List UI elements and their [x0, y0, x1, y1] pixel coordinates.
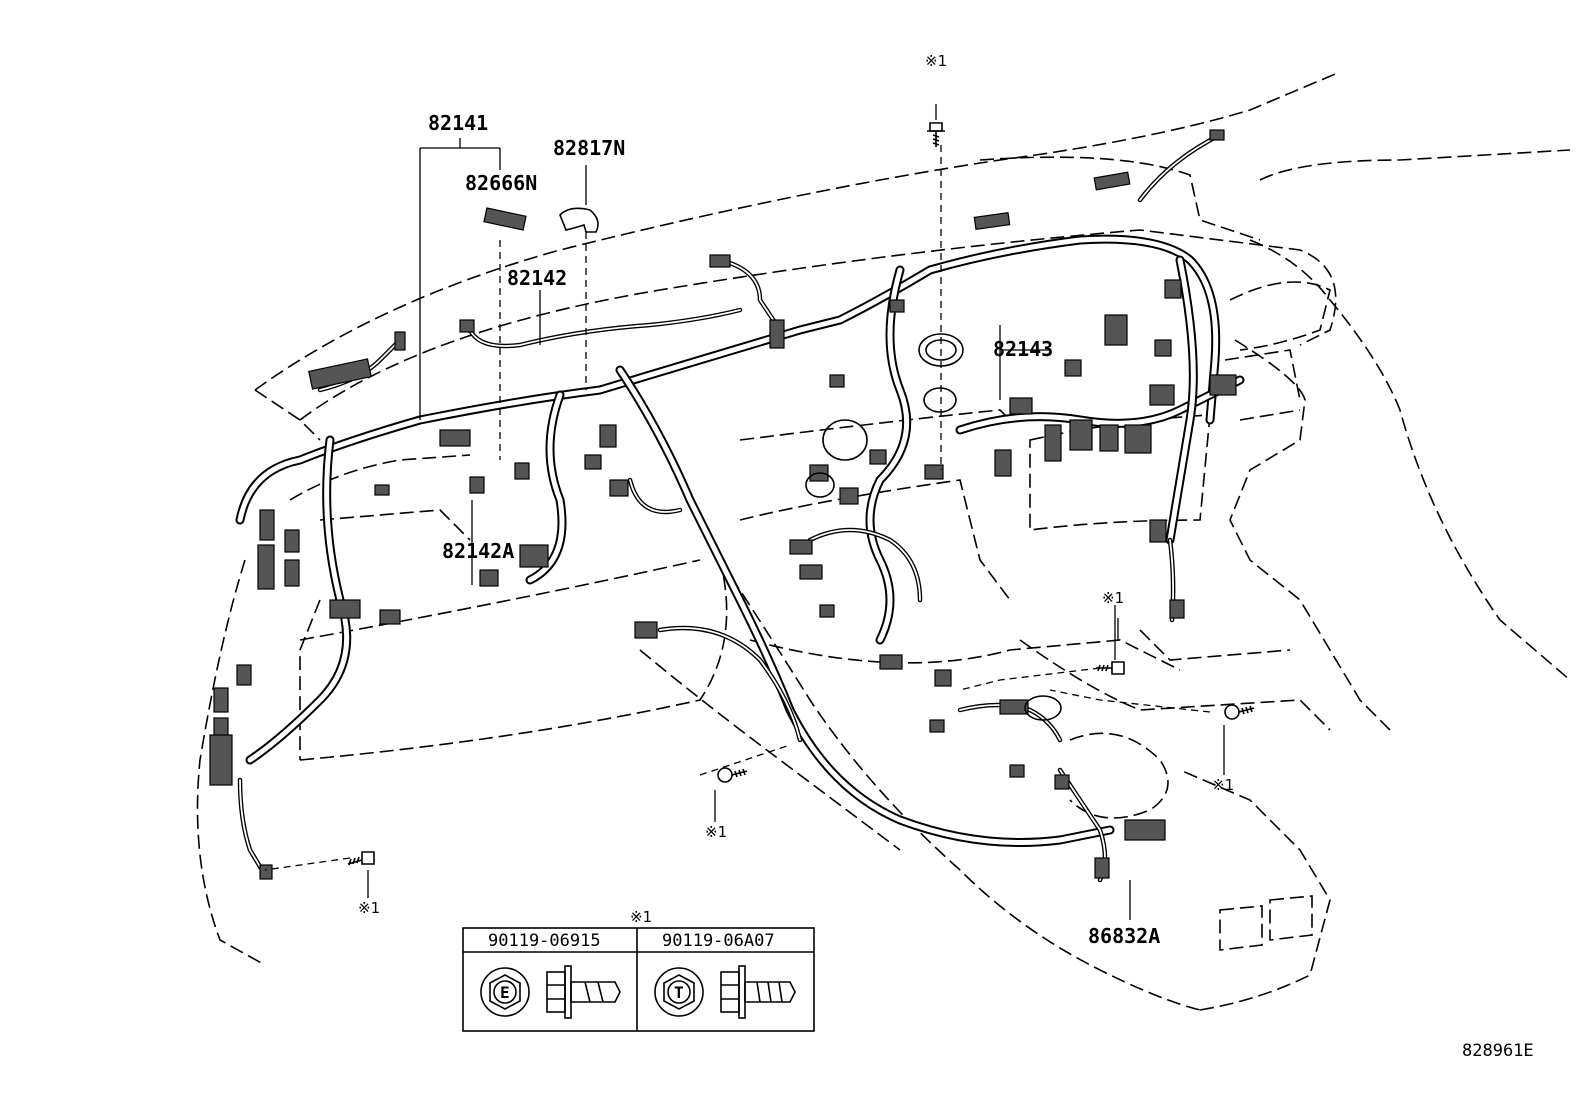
- fastener-head-mark-t: T: [674, 983, 684, 1002]
- ref-mark-right: ※1: [1212, 776, 1234, 794]
- label-82142A: 82142A: [442, 539, 514, 563]
- ref-mark-console: ※1: [705, 823, 727, 841]
- ref-mark-top: ※1: [925, 52, 947, 70]
- branch-wires: [237, 132, 1223, 883]
- part-labels: 82141 82817N 82666N 82142 82142A 82143 8…: [428, 111, 1160, 948]
- fastener-table: 90119-06915 90119-06A07 E T: [462, 927, 815, 1032]
- ref-mark-table: ※1: [630, 908, 652, 926]
- label-86832A: 86832A: [1088, 924, 1160, 948]
- label-82666N: 82666N: [465, 171, 537, 195]
- bolt-center-right: [1096, 661, 1125, 675]
- fastener-part-no-2: 90119-06A07: [662, 931, 775, 951]
- label-82141: 82141: [428, 111, 488, 135]
- fastener-side-e-icon: [546, 965, 621, 1019]
- fastener-side-t-icon: [720, 965, 796, 1019]
- bolt-top: [927, 122, 945, 147]
- label-82817N: 82817N: [553, 136, 625, 160]
- label-82142: 82142: [507, 266, 567, 290]
- clip-82817N: [559, 207, 599, 233]
- grommets: [559, 207, 1062, 721]
- fastener-head-e-icon: E: [480, 967, 530, 1017]
- fastener-head-t-icon: T: [654, 967, 704, 1017]
- ref-mark-center-right: ※1: [1102, 589, 1124, 607]
- leader-lines: [264, 104, 1225, 920]
- fastener-part-no-1: 90119-06915: [488, 931, 601, 951]
- bolt-right: [1224, 704, 1255, 720]
- diagram-id: 828961E: [1462, 1041, 1534, 1061]
- bolt-reference-marks: ※1 ※1 ※1 ※1 ※1 ※1: [358, 52, 1234, 926]
- bolt-console: [717, 767, 748, 783]
- label-82143: 82143: [993, 337, 1053, 361]
- ref-mark-left: ※1: [358, 899, 380, 917]
- main-harness: [235, 234, 1245, 847]
- bolt-left: [347, 851, 375, 866]
- connectors: [209, 129, 1237, 880]
- fastener-head-mark-e: E: [500, 983, 510, 1002]
- dashboard-outline: [196, 71, 1571, 1011]
- bolts: [347, 122, 1255, 866]
